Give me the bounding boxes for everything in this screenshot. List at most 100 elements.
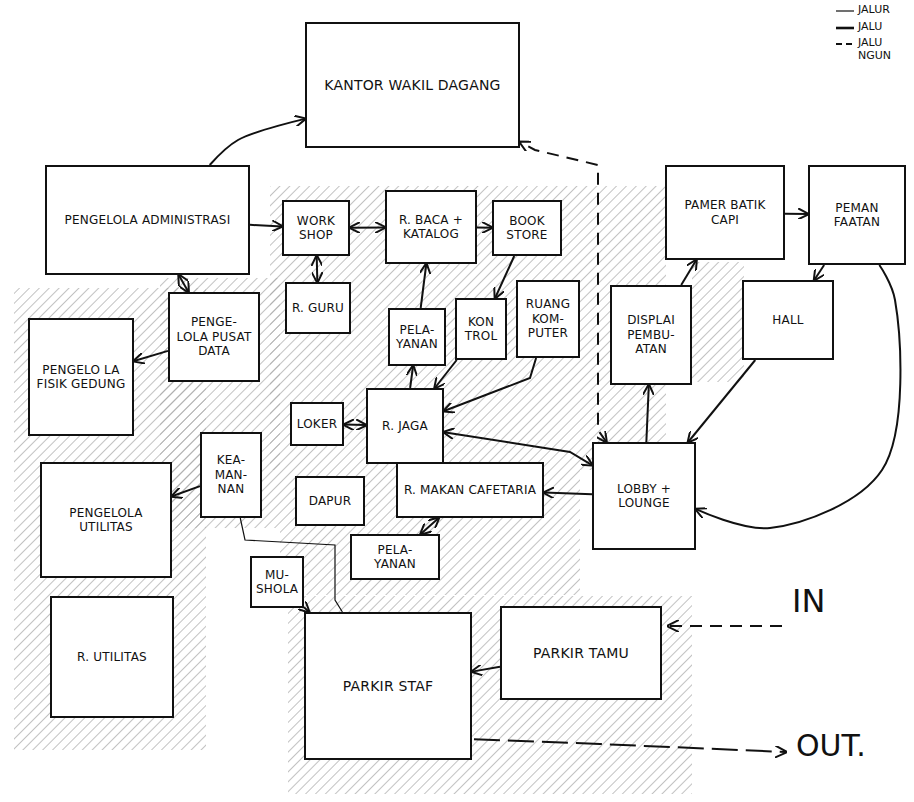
- flow-arrow: [172, 486, 200, 496]
- flow-label: IN: [792, 582, 825, 620]
- circulation-hatch: [14, 186, 744, 794]
- room-label: R. BACA + KATALOG: [391, 213, 471, 242]
- legend-sample: [834, 4, 858, 16]
- room-label: R. UTILITAS: [56, 650, 168, 664]
- room-label: MU- SHOLA: [256, 568, 298, 597]
- room-label: PARKIR TAMU: [506, 645, 656, 662]
- flow-arrow: [421, 518, 439, 534]
- hatch-zone: [280, 470, 580, 595]
- entry-arrow: [668, 625, 782, 627]
- room-label: PEMAN FAATAN: [814, 201, 900, 230]
- legend-row: JALUR: [834, 4, 910, 17]
- room-box: WORK SHOP: [282, 200, 350, 256]
- hatch-zone: [270, 186, 600, 470]
- flow-arrow: [444, 358, 536, 411]
- room-label: LOKER: [296, 417, 338, 431]
- flow-arrow: [785, 213, 808, 215]
- room-box: PAMER BATIK CAPI: [665, 165, 785, 260]
- room-box: PELA- YANAN: [350, 534, 440, 580]
- room-label: PENGELOLA ADMINISTRASI: [51, 213, 244, 227]
- room-label: KANTOR WAKIL DAGANG: [311, 77, 514, 94]
- legend-text: JALUR: [858, 4, 908, 17]
- room-label: WORK SHOP: [288, 214, 344, 243]
- hatch-zone: [288, 596, 692, 794]
- room-label: HALL: [748, 313, 828, 327]
- room-label: DISPLAI PEMBU- ATAN: [616, 313, 686, 356]
- room-label: PENGELO LA FISIK GEDUNG: [34, 363, 128, 392]
- legend-line: [836, 43, 854, 45]
- flow-arrow: [681, 260, 696, 285]
- exit-arrow: [440, 738, 786, 752]
- flow-arrow: [495, 256, 514, 298]
- room-label: PARKIR STAF: [310, 678, 466, 695]
- room-label: LOBBY + LOUNGE: [598, 482, 690, 511]
- room-label: PELA- YANAN: [394, 323, 440, 352]
- legend-row: JALU NGUN: [834, 37, 910, 62]
- room-box: PENGELOLA UTILITAS: [40, 462, 172, 578]
- flow-arrow: [688, 360, 755, 442]
- flow-arrow: [477, 226, 492, 228]
- flow-arrow: [444, 432, 592, 465]
- room-box: PENGE- LOLA PUSAT DATA: [168, 292, 260, 382]
- room-label: R. JAGA: [372, 419, 438, 433]
- legend-line: [836, 10, 854, 11]
- flow-arrow: [344, 424, 366, 427]
- room-label: PENGE- LOLA PUSAT DATA: [174, 315, 254, 358]
- room-box: KON TROL: [455, 298, 507, 360]
- room-box: LOKER: [290, 402, 344, 446]
- room-label: PELA- YANAN: [356, 543, 434, 572]
- flow-arrow: [316, 256, 319, 282]
- room-box: LOBBY + LOUNGE: [592, 442, 696, 550]
- room-box: R. GURU: [285, 282, 351, 334]
- room-label: R. GURU: [291, 301, 345, 315]
- legend-sample: [834, 21, 858, 33]
- room-box: R. BACA + KATALOG: [385, 190, 477, 264]
- room-label: KON TROL: [461, 315, 501, 344]
- flow-arrow: [544, 493, 592, 495]
- room-box: RUANG KOM- PUTER: [516, 280, 580, 358]
- room-box: DAPUR: [295, 476, 365, 526]
- flow-arrow: [410, 366, 413, 388]
- flow-arrow: [240, 518, 342, 612]
- flow-arrow: [814, 265, 824, 280]
- flow-arrow: [250, 225, 282, 227]
- legend: JALUR JALU JALU NGUN: [834, 4, 910, 67]
- flow-arrow: [421, 264, 427, 308]
- flow-arrow: [350, 226, 385, 228]
- room-box: PENGELOLA ADMINISTRASI: [45, 165, 250, 275]
- room-box: KANTOR WAKIL DAGANG: [305, 22, 520, 148]
- room-box: R. MAKAN CAFETARIA: [396, 462, 544, 518]
- room-box: KEA- MAN- NAN: [200, 432, 262, 518]
- room-box: R. UTILITAS: [50, 596, 174, 718]
- legend-text: JALU: [858, 21, 908, 34]
- flow-arrow: [134, 351, 168, 361]
- room-box: BOOK STORE: [492, 200, 562, 256]
- room-box: PARKIR STAF: [304, 612, 472, 760]
- room-box: PENGELO LA FISIK GEDUNG: [28, 318, 134, 436]
- room-box: HALL: [742, 280, 834, 360]
- flow-arrow: [179, 275, 189, 292]
- room-box: PARKIR TAMU: [500, 606, 662, 700]
- flow-label: OUT.: [796, 728, 866, 763]
- legend-sample: [834, 37, 858, 49]
- room-box: PELA- YANAN: [388, 308, 446, 366]
- room-label: KEA- MAN- NAN: [206, 453, 256, 496]
- flow-arrow: [646, 385, 648, 442]
- room-label: RUANG KOM- PUTER: [522, 297, 574, 340]
- legend-line: [836, 26, 854, 29]
- legend-text: JALU NGUN: [858, 37, 908, 62]
- legend-row: JALU: [834, 21, 910, 34]
- hatch-zone: [692, 262, 744, 382]
- flow-arrow: [696, 265, 900, 528]
- room-box: R. JAGA: [366, 388, 444, 464]
- room-box: MU- SHOLA: [250, 556, 304, 608]
- flow-arrow: [472, 667, 500, 672]
- room-label: DAPUR: [301, 494, 359, 508]
- room-label: PAMER BATIK CAPI: [671, 198, 779, 227]
- flow-arrow: [210, 119, 305, 165]
- room-label: BOOK STORE: [498, 214, 556, 243]
- room-label: PENGELOLA UTILITAS: [46, 506, 166, 535]
- room-label: R. MAKAN CAFETARIA: [402, 483, 538, 497]
